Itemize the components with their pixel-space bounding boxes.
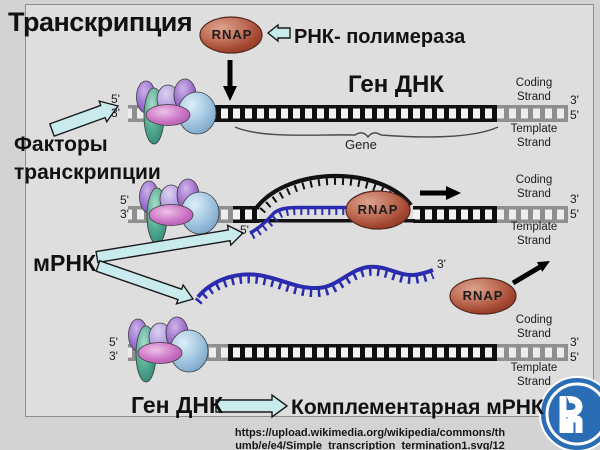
five-prime-r3-right: 5': [570, 350, 579, 364]
five-prime-r2-left: 5': [120, 193, 129, 207]
arrow-down-icon: [223, 60, 237, 101]
coding-strand-label-2: Coding Strand: [515, 174, 553, 200]
rnap-label-2: RNAP: [357, 202, 399, 217]
three-prime-r2-right: 3': [570, 192, 579, 206]
coding-strand-label-3: Coding Strand: [515, 314, 553, 340]
five-prime-r1-left: 5': [111, 92, 120, 106]
rnap-label-3: RNAP: [462, 288, 504, 303]
arrow-up-right-icon: [511, 261, 550, 286]
five-prime-r3-left: 5': [109, 335, 118, 349]
free-mrna-three-prime: 3': [437, 257, 446, 271]
nascent-mrna-five-prime: 5': [240, 223, 249, 237]
arrow-right-icon: [420, 186, 461, 200]
three-prime-r3-right: 3': [570, 335, 579, 349]
five-prime-r1-right: 5': [570, 108, 579, 122]
hse-logo: [539, 376, 600, 450]
gene-label: Gene: [345, 137, 377, 152]
transcription-factors-callout: Факторы транскрипции: [14, 133, 161, 185]
complementary-mrna-callout: Комплементарная мРНК: [291, 396, 544, 419]
gene-dna-callout-bottom: Ген ДНК: [131, 392, 223, 418]
coding-strand-label-1: Coding Strand: [515, 77, 553, 103]
source-url: https://upload.wikimedia.org/wikipedia/c…: [205, 427, 535, 450]
source-url-line1: https://upload.wikimedia.org/wikipedia/c…: [234, 427, 506, 439]
mrna-callout: мРНК: [33, 250, 97, 276]
block-arrow-transcription-factors: [48, 100, 120, 137]
rnap-enzyme-3: [449, 277, 517, 315]
template-strand-label-1: Template Strand: [510, 123, 558, 149]
block-arrow-mrna-2: [95, 259, 195, 305]
template-strand-label-2: Template Strand: [510, 221, 558, 247]
transcription-factor-complex-3: [128, 316, 209, 383]
slide-title: Транскрипция: [8, 7, 193, 37]
five-prime-r2-right: 5': [570, 207, 579, 221]
source-url-line2: umb/e/e4/Simple_transcription_terminatio…: [235, 440, 505, 450]
rnap-enzyme-1: [199, 16, 263, 54]
free-mrna-strand: [194, 264, 435, 305]
gene-brace: [234, 126, 499, 139]
nascent-mrna-strand: [249, 205, 360, 240]
three-prime-r1-right: 3': [570, 93, 579, 107]
block-arrow-gene-to-mrna: [215, 393, 289, 419]
gene-dna-callout-top: Ген ДНК: [348, 71, 444, 98]
template-strand-label-3: Template Strand: [510, 362, 558, 388]
rna-polymerase-callout: РНК- полимераза: [294, 26, 466, 48]
transcription-bubble: [255, 173, 413, 214]
block-arrow-mrna-1: [95, 224, 245, 264]
block-arrow-to-rnap: [266, 23, 291, 43]
rnap-label-1: RNAP: [211, 27, 253, 42]
three-prime-r2-left: 3': [120, 207, 129, 221]
three-prime-r3-left: 3': [109, 349, 118, 363]
rnap-enzyme-2: [345, 190, 411, 230]
three-prime-r1-left: 3': [111, 106, 120, 120]
